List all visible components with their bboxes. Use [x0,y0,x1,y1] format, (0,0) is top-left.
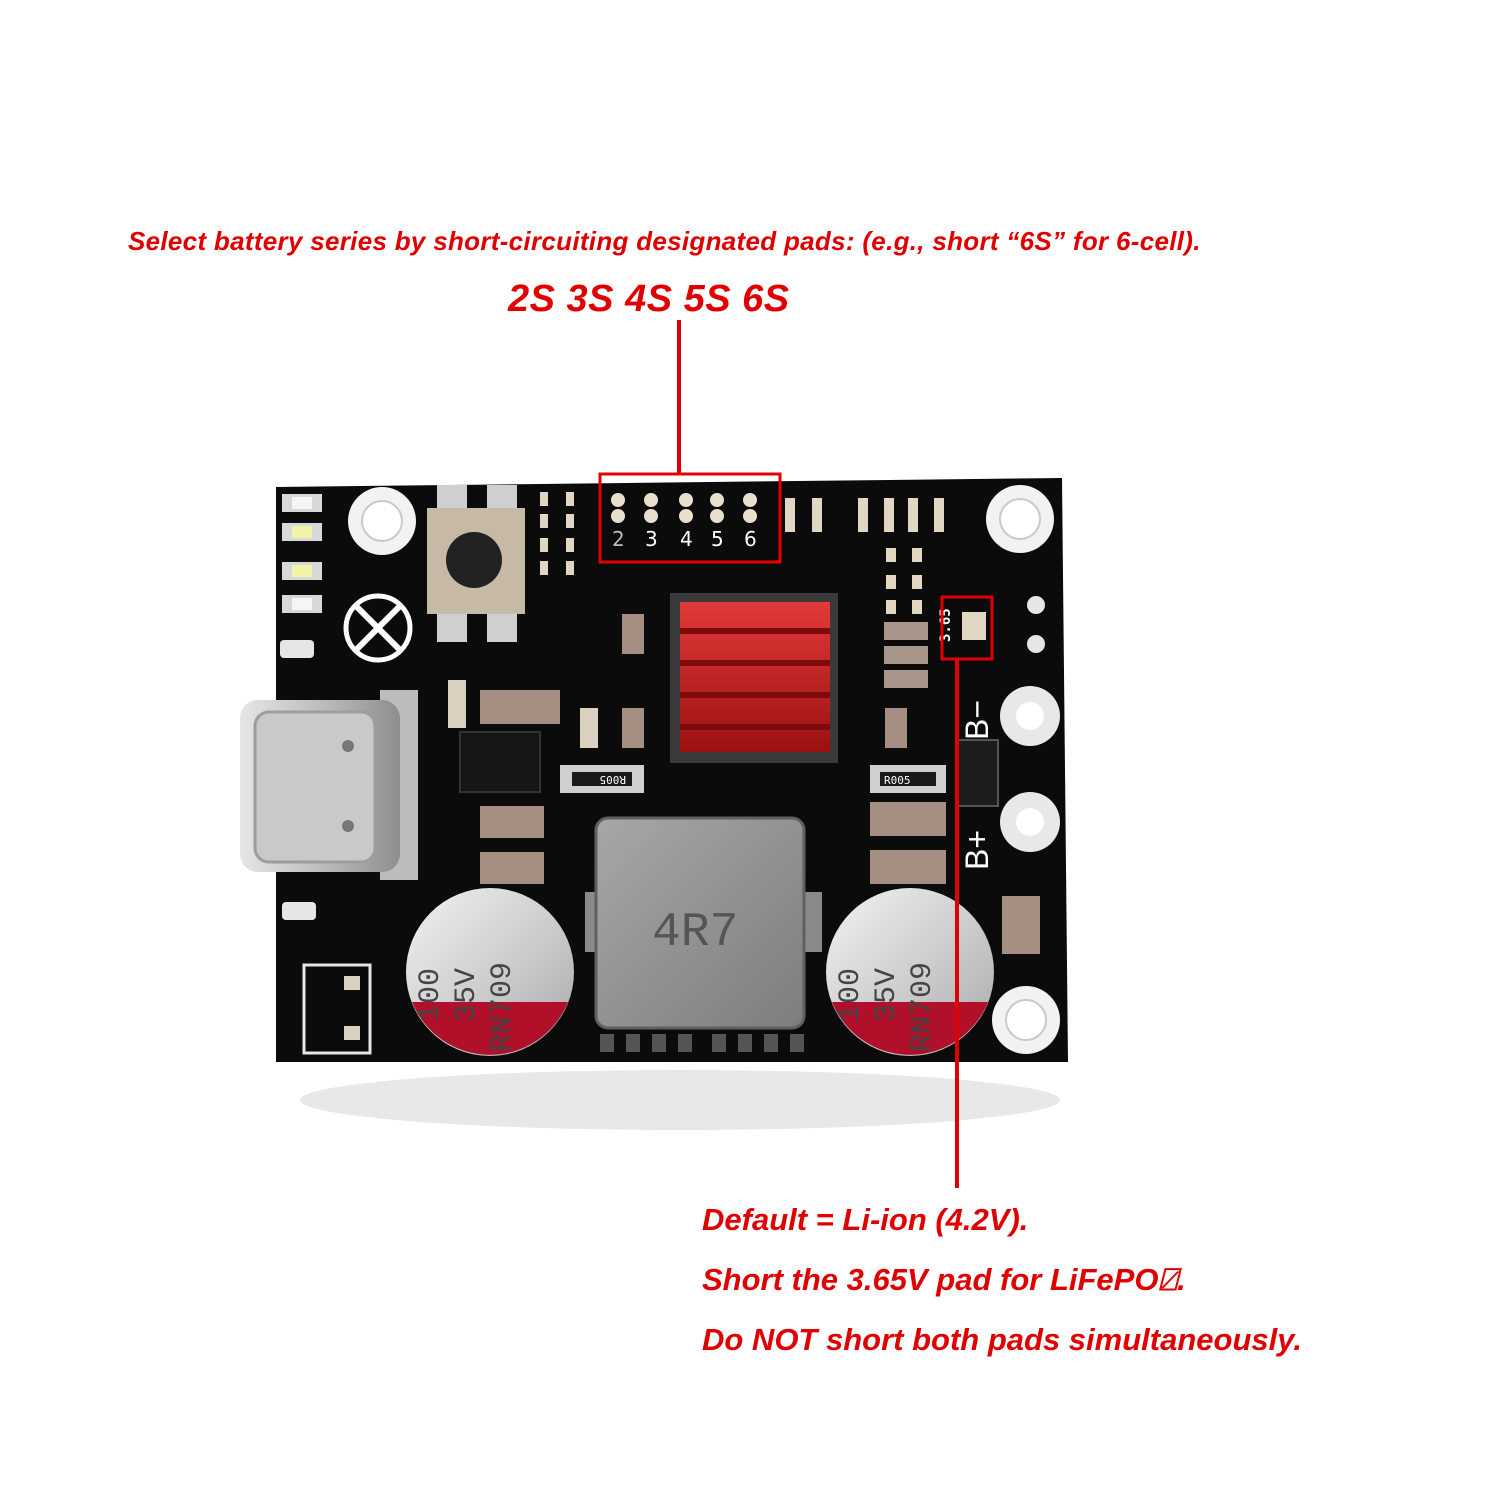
mounting-hole-bottom-right [992,986,1060,1054]
series-options-text: 2S 3S 4S 5S 6S [508,278,790,320]
series-jumper-pads: 2 3 4 5 6 [611,493,757,551]
smd-resistors-top-left [540,492,574,575]
jumper-label-3: 3 [645,527,658,551]
silkscreen-header-footprint [282,902,372,1055]
default-chemistry-text: Default = Li-ion (4.2V). [702,1202,1029,1237]
jumper-label-4: 4 [680,527,693,551]
tactile-button [427,485,525,642]
voltage-pad-label: 3.65 [938,608,954,642]
capacitor-left-voltage: 35V [450,968,484,1022]
warning-text: Do NOT short both pads simultaneously. [702,1322,1302,1357]
jumper-label-6: 6 [744,527,757,551]
capacitor-right-code: RN709 [906,962,940,1052]
battery-terminals: B− B+ [957,596,1060,870]
jumper-highlight-box [598,472,782,564]
power-inductor: 4R7 [585,816,822,1052]
capacitor-left-code: RN709 [486,962,520,1052]
smd-resistors-top-right [785,498,944,688]
voltage-pad-highlight-box [940,595,994,661]
jumper-label-5: 5 [711,527,724,551]
sense-resistor-marking-left: R005 [600,773,627,786]
capacitor-right-value: 100 [834,968,868,1022]
red-heatsink [670,593,838,763]
battery-negative-label: B− [959,700,995,740]
voltage-select-pad: 3.65 [938,608,986,642]
electrolytic-capacitor-right: 100 35V RN709 [826,888,994,1056]
status-leds [280,494,322,658]
mounting-hole-top-right [986,485,1054,553]
electrolytic-capacitor-left: 100 35V RN709 [406,888,574,1056]
brand-logo [343,593,413,663]
series-instruction-text: Select battery series by short-circuitin… [128,226,1201,256]
capacitor-right-voltage: 35V [870,968,904,1022]
capacitor-left-value: 100 [414,968,448,1022]
lifepo-instruction-text: Short the 3.65V pad for LiFePO⍁. [702,1262,1186,1297]
board-shadow [300,1070,1060,1130]
sense-resistor-marking-right: R005 [884,774,911,787]
usb-c-connector [240,690,418,880]
mounting-hole-top-left [348,487,416,555]
smd-components-middle: R005 R005 [448,614,1040,954]
annotation-markers [598,320,994,1188]
battery-positive-label: B+ [959,830,995,870]
inductor-marking: 4R7 [652,906,738,960]
jumper-label-2: 2 [612,527,625,551]
